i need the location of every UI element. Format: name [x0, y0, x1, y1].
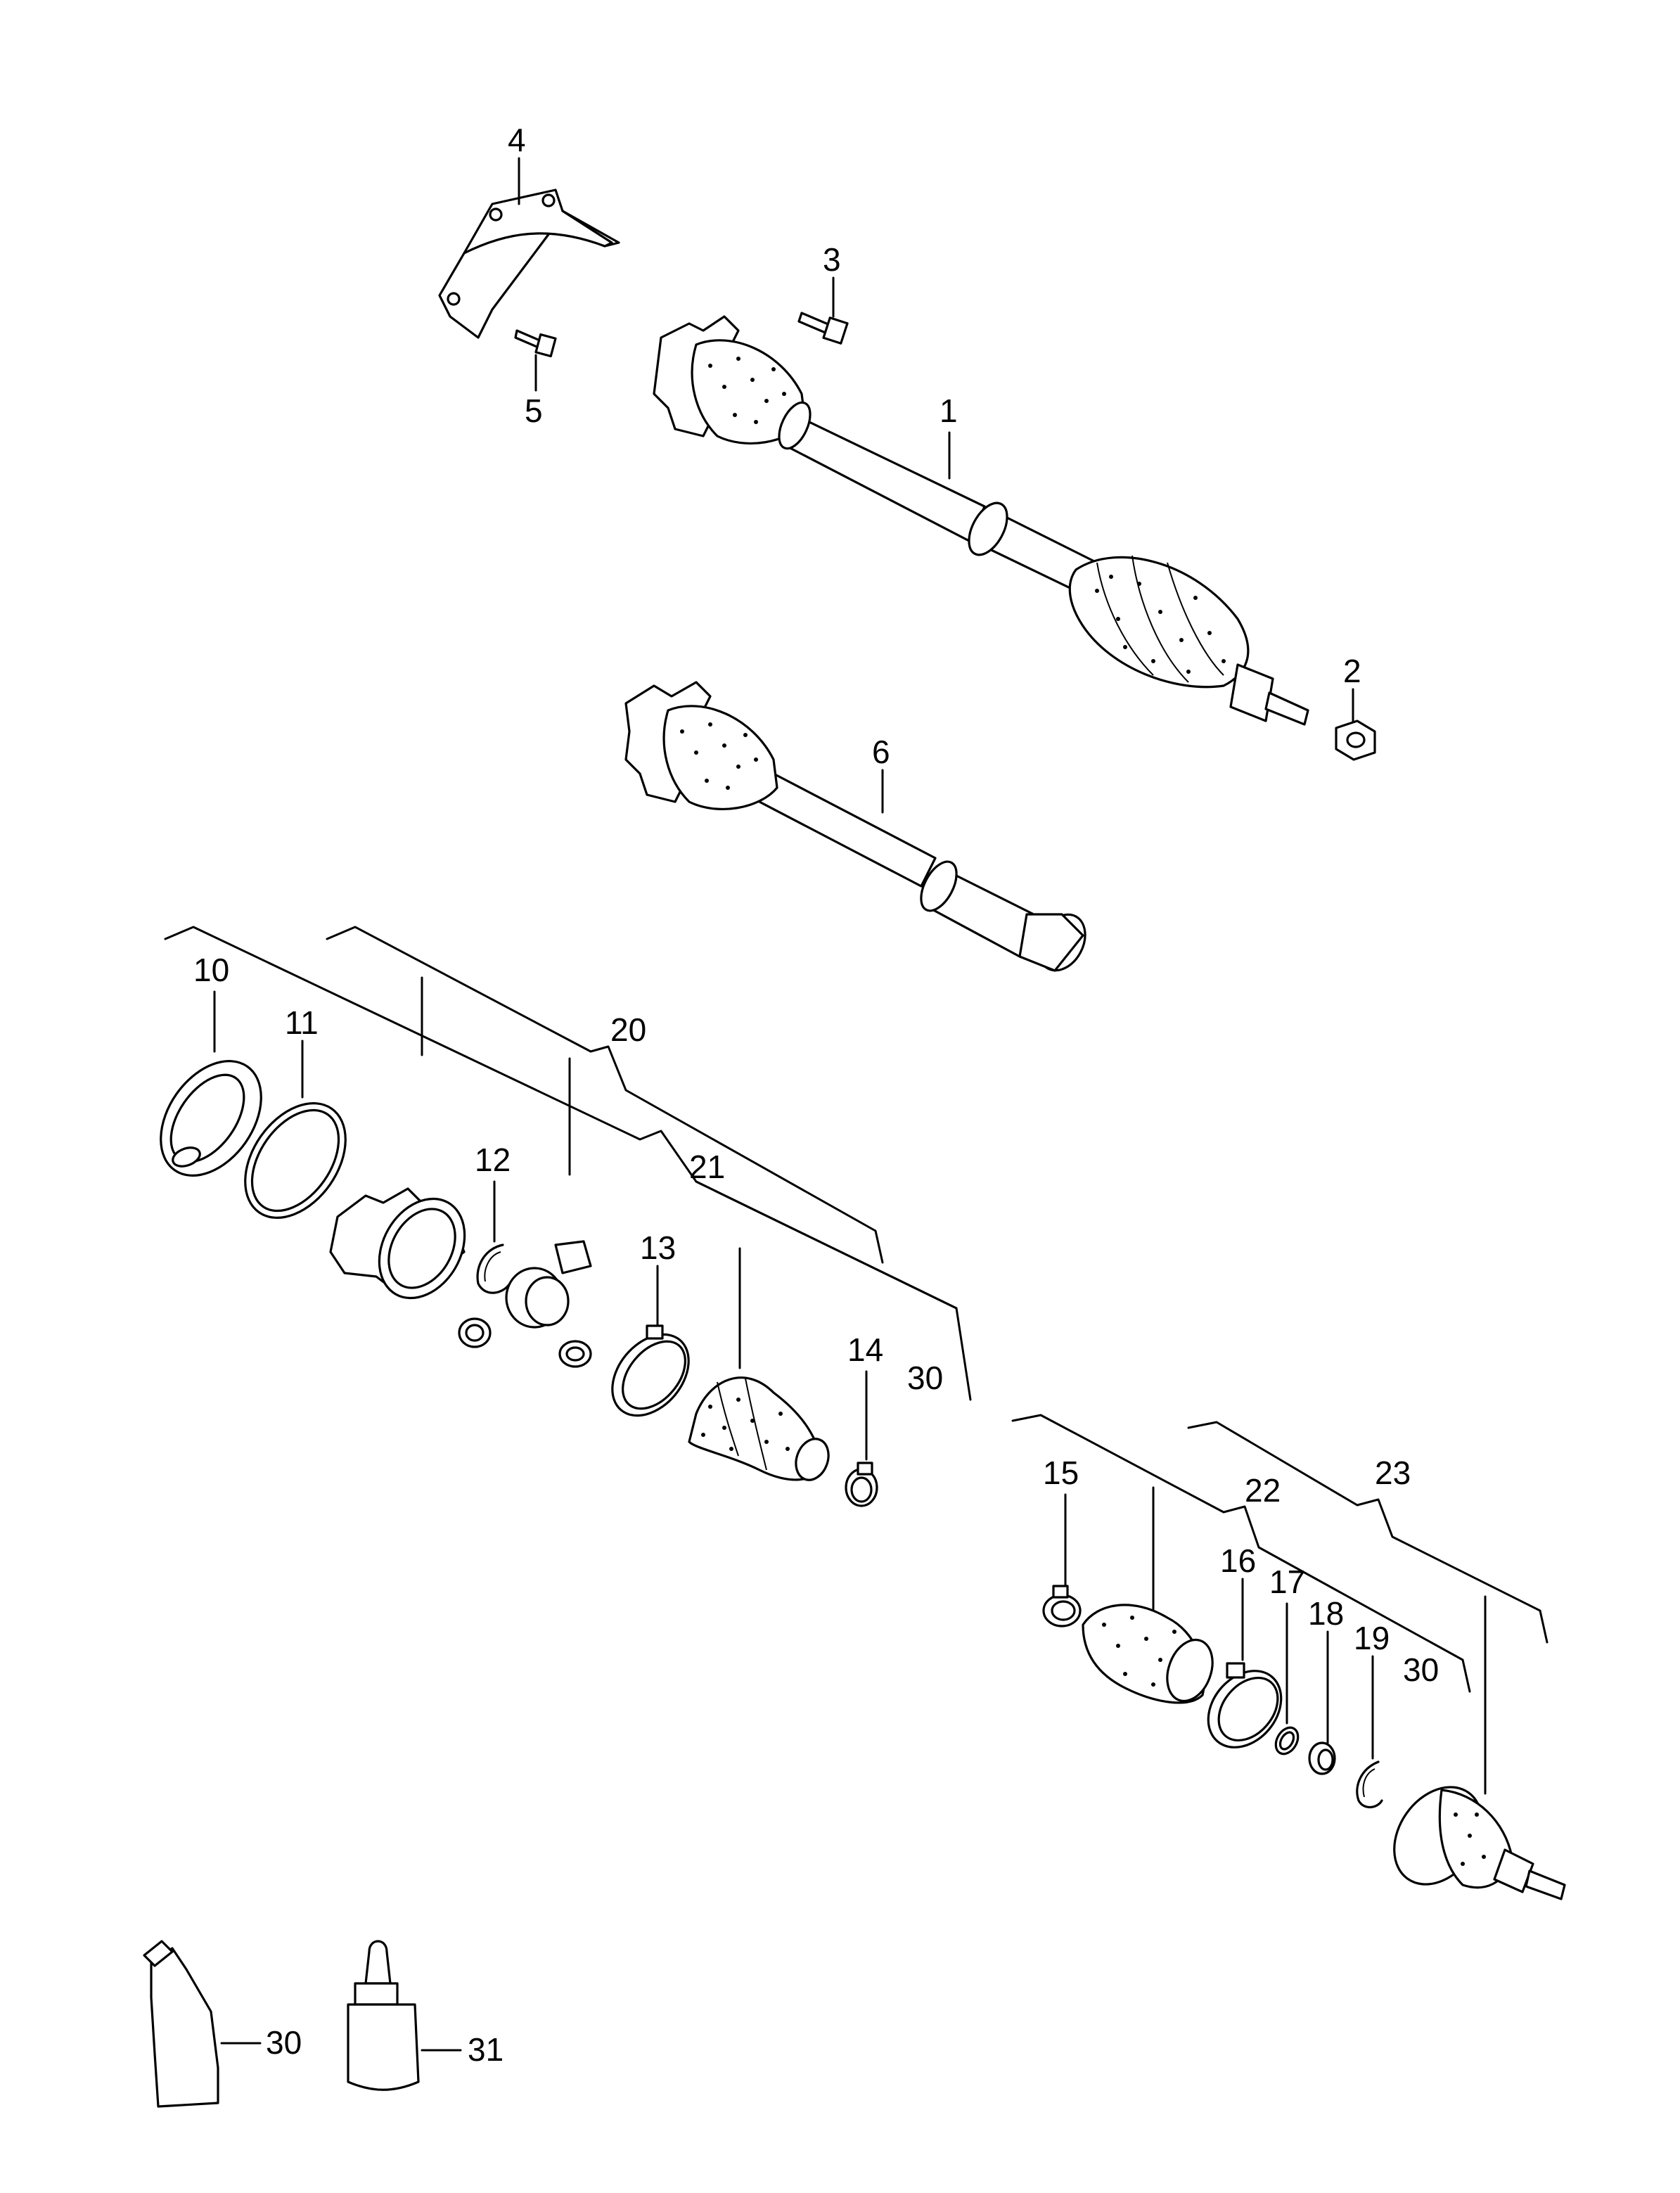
- bracket-22: [1011, 1414, 1471, 1693]
- part-2-nut[interactable]: [1335, 720, 1376, 761]
- callout-2: 2: [1343, 653, 1361, 689]
- part-31-bottle[interactable]: [347, 1940, 420, 2091]
- part-10-ring[interactable]: [140, 1042, 282, 1194]
- callout-30-bottom: 30: [266, 2024, 302, 2061]
- callout-22: 22: [1245, 1472, 1281, 1509]
- part-23-outer-cv-joint[interactable]: [1376, 1770, 1566, 1901]
- part-11-gasket[interactable]: [224, 1085, 366, 1236]
- callout-30-left: 30: [907, 1360, 943, 1396]
- callout-31: 31: [468, 2031, 504, 2068]
- part-3-bolt[interactable]: [797, 312, 849, 345]
- callout-11: 11: [285, 1004, 319, 1041]
- part-12-circlip[interactable]: [476, 1243, 511, 1294]
- boot-texture-dots: [708, 357, 1226, 674]
- callout-21: 21: [689, 1149, 725, 1185]
- bracket-30-left: [695, 1180, 972, 1401]
- callout-10: 10: [193, 952, 229, 988]
- callout-18: 18: [1308, 1595, 1344, 1632]
- part-joint-housing[interactable]: [329, 1184, 482, 1314]
- callout-15: 15: [1043, 1454, 1079, 1491]
- part-6-drive-shaft-half[interactable]: [624, 681, 1094, 978]
- callout-20: 20: [610, 1011, 646, 1048]
- part-13-clamp[interactable]: [597, 1319, 705, 1430]
- callout-17: 17: [1269, 1564, 1305, 1600]
- callout-23: 23: [1375, 1454, 1411, 1491]
- part-tripod-bearing[interactable]: [458, 1240, 592, 1368]
- callout-3: 3: [823, 241, 841, 278]
- part-22-boot[interactable]: [1082, 1604, 1221, 1708]
- bracket-20: [326, 926, 884, 1264]
- part-4-bracket[interactable]: [438, 188, 620, 339]
- part-14-small-clamp[interactable]: [845, 1462, 878, 1507]
- callout-6: 6: [872, 734, 890, 770]
- callout-12: 12: [475, 1142, 511, 1178]
- part-18-spacer[interactable]: [1308, 1741, 1336, 1775]
- bracket-23: [1187, 1421, 1548, 1644]
- part-17-ring[interactable]: [1271, 1724, 1302, 1758]
- callout-19: 19: [1354, 1620, 1390, 1656]
- callout-30-right: 30: [1403, 1651, 1439, 1688]
- callout-1: 1: [940, 392, 958, 429]
- part-16-clamp[interactable]: [1193, 1656, 1296, 1762]
- part-21-boot[interactable]: [688, 1376, 834, 1485]
- part-15-small-clamp[interactable]: [1042, 1585, 1082, 1628]
- part-5-bolt[interactable]: [514, 329, 557, 358]
- part-30-grease-tube[interactable]: [143, 1940, 219, 2108]
- callout-13: 13: [640, 1229, 676, 1266]
- callout-16: 16: [1220, 1542, 1256, 1579]
- callout-14: 14: [847, 1331, 883, 1368]
- part-19-circlip[interactable]: [1356, 1760, 1383, 1808]
- callout-4: 4: [508, 122, 526, 158]
- part-1-drive-shaft[interactable]: [653, 315, 1309, 726]
- callout-5: 5: [525, 392, 543, 429]
